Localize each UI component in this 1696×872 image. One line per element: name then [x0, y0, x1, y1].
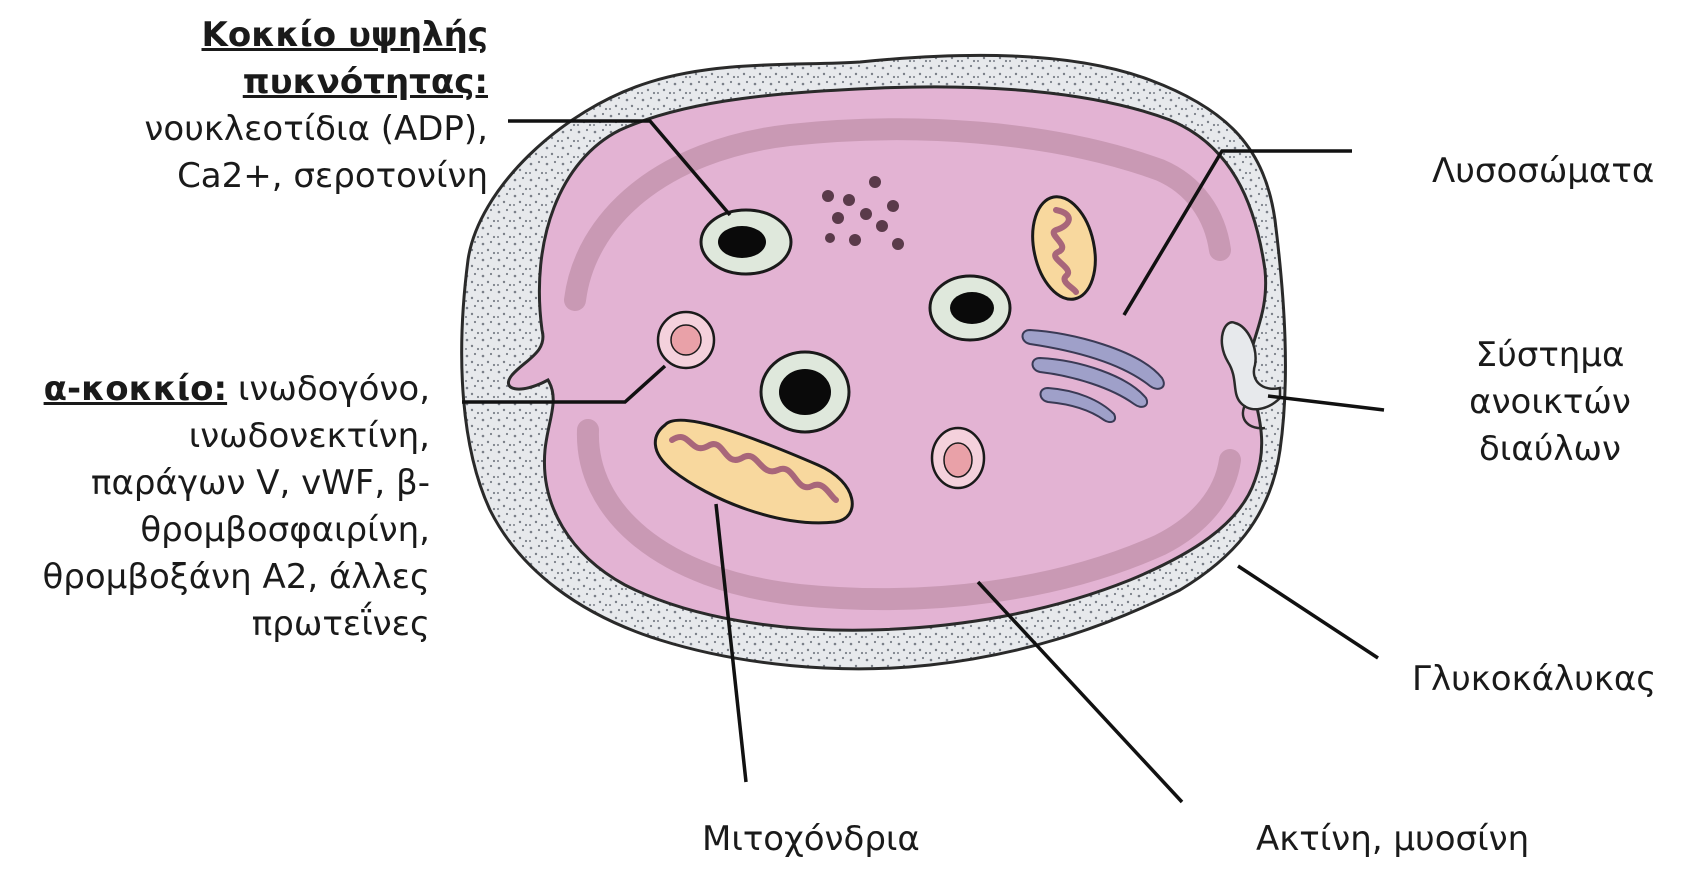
- dense-granule: [761, 352, 849, 432]
- open-canalicular-line2: ανοικτών: [1450, 379, 1650, 426]
- dense-granule: [930, 276, 1010, 340]
- glycocalyx-label: Γλυκοκάλυκας: [1412, 656, 1656, 703]
- mitochondria-label: Μιτοχόνδρια: [702, 816, 920, 863]
- alpha-granule-line5: θρομβοξάνη Α2, άλλες: [42, 554, 430, 601]
- alpha-granule-line2: ινωδονεκτίνη,: [42, 413, 430, 460]
- lysosomes-label: Λυσοσώματα: [1432, 148, 1654, 195]
- dense-granule-label: Κοκκίο υψηλής πυκνότητας: νουκλεοτίδια (…: [144, 12, 488, 200]
- actin-myosin-label: Ακτίνη, μυοσίνη: [1256, 816, 1529, 863]
- leader-glycocalyx: [1238, 566, 1378, 658]
- alpha-granule: [932, 428, 984, 488]
- dense-granule: [701, 210, 791, 274]
- alpha-granule-line6: πρωτεΐνες: [42, 601, 430, 648]
- alpha-granule-line4: θρομβοσφαιρίνη,: [42, 507, 430, 554]
- open-canalicular-line3: διαύλων: [1450, 426, 1650, 473]
- open-canalicular-line1: Σύστημα: [1450, 332, 1650, 379]
- dense-granule-contents-line2: Ca2+, σεροτονίνη: [144, 153, 488, 200]
- dense-granule-contents-line1: νουκλεοτίδια (ADP),: [144, 106, 488, 153]
- alpha-granule-line1-rest: ινωδογόνο,: [227, 369, 430, 409]
- alpha-granule-title: α-κοκκίο:: [44, 369, 228, 409]
- alpha-granule-line3: παράγων V, vWF, β-: [42, 460, 430, 507]
- dense-granule-title-line1: Κοκκίο υψηλής: [144, 12, 488, 59]
- alpha-granule-line1: α-κοκκίο: ινωδογόνο,: [42, 366, 430, 413]
- alpha-granule-label: α-κοκκίο: ινωδογόνο, ινωδονεκτίνη, παράγ…: [42, 366, 430, 648]
- open-canalicular-label: Σύστημα ανοικτών διαύλων: [1450, 332, 1650, 473]
- alpha-granule: [658, 312, 714, 368]
- dense-granule-title-line2: πυκνότητας:: [144, 59, 488, 106]
